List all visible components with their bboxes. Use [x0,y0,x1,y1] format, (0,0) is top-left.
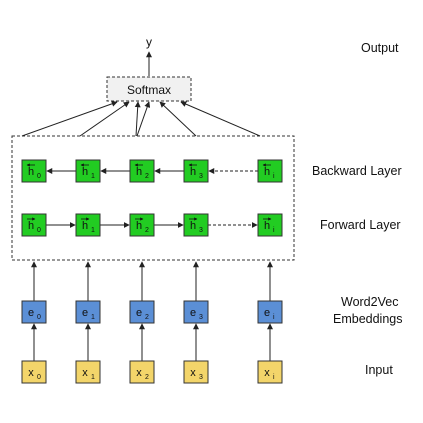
bw-cell-label: h [190,166,196,178]
emb-cell-subscript: 2 [145,314,149,321]
fw-cell-box [75,213,101,237]
softmax-box: Softmax [106,76,192,102]
emb-cell-label: e [136,307,142,319]
bw-cell-subscript: i [273,173,275,180]
label-forward-layer: Forward Layer [320,218,401,232]
fw-cell-label: h [190,220,196,232]
label-output: Output [361,41,399,55]
bw-cell-subscript: 3 [199,173,203,180]
emb-cell-box [21,300,47,324]
inp-cell-box [21,360,47,384]
emb-cell-subscript: 1 [91,314,95,321]
inp-cell-label: x [82,367,88,379]
emb-cell-box [75,300,101,324]
fw-cell-label: h [264,220,270,232]
fw-cell-label: h [82,220,88,232]
emb-cell-label: e [82,307,88,319]
inp-cell-box [183,360,209,384]
inp-cell-box [129,360,155,384]
inp-cell-label: x [136,367,142,379]
fw-cell-subscript: 1 [91,227,95,234]
inp-cell-label: x [264,367,270,379]
fw-cell-subscript: 0 [37,227,41,234]
emb-cell-label: e [190,307,196,319]
fw-cell-subscript: 3 [199,227,203,234]
emb-cell-box [257,300,283,324]
inp-cell-subscript: 1 [91,374,95,381]
softmax-label: Softmax [127,83,171,97]
label-embeddings-line2: Embeddings [333,312,403,326]
label-input: Input [365,363,393,377]
bw-cell-subscript: 0 [37,173,41,180]
inp-cell-label: x [28,367,34,379]
bw-cell-subscript: 2 [145,173,149,180]
inp-cell-label: x [190,367,196,379]
inp-cell-subscript: i [273,374,275,381]
bw-cell-label: h [264,166,270,178]
bw-cell-label: h [136,166,142,178]
bilstm-to-softmax-arrow [79,101,130,137]
connections [21,100,273,361]
emb-cell-box [129,300,155,324]
bw-cell-label: h [28,166,34,178]
fw-cell-box [183,213,209,237]
fw-cell-subscript: 2 [145,227,149,234]
bilstm-to-softmax-arrow [180,101,261,137]
emb-cell-subscript: 0 [37,314,41,321]
bw-cell-label: h [82,166,88,178]
fw-cell-box [257,213,283,237]
emb-cell-label: e [264,307,270,319]
inp-cell-box [257,360,283,384]
fw-cell-subscript: i [273,227,275,234]
fw-cell-box [129,213,155,237]
emb-cell-label: e [28,307,34,319]
bilstm-to-softmax-arrow [159,101,197,137]
fw-cell-label: h [28,220,34,232]
label-embeddings-line1: Word2Vec [341,295,398,309]
emb-cell-subscript: 3 [199,314,203,321]
fw-cell-box [21,213,47,237]
emb-cell-subscript: i [273,314,275,321]
inp-cell-subscript: 2 [145,374,149,381]
bilstm-container [11,135,295,261]
bilstm-to-softmax-arrow [134,101,141,137]
bw-cell-subscript: 1 [91,173,95,180]
emb-cell-box [183,300,209,324]
inp-cell-subscript: 0 [37,374,41,381]
bilstm-to-softmax-arrow [21,100,118,137]
inp-cell-subscript: 3 [199,374,203,381]
bilstm-to-softmax-arrow [136,101,151,137]
output-symbol: y [146,35,152,49]
fw-cell-label: h [136,220,142,232]
inp-cell-box [75,360,101,384]
label-backward-layer: Backward Layer [312,164,402,178]
